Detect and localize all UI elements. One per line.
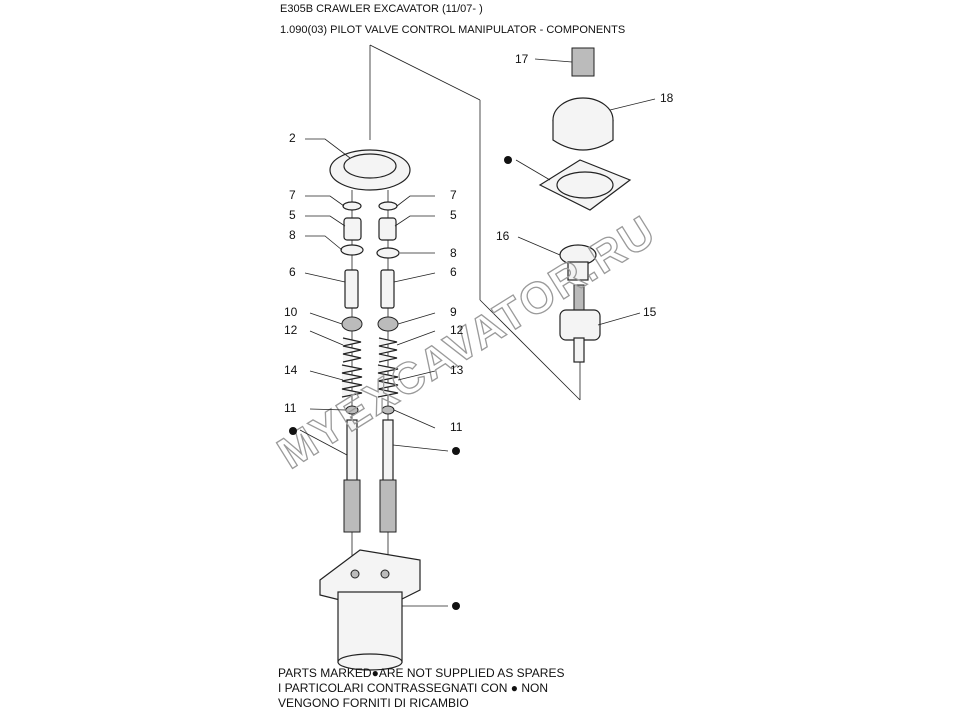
bullet-marker xyxy=(452,602,460,610)
callout-12-left: 12 xyxy=(284,323,298,337)
note-text: PARTS MARKED xyxy=(278,666,372,680)
callout-8-right: 8 xyxy=(450,246,457,260)
callout-7-right: 7 xyxy=(450,188,457,202)
callout-7-left: 7 xyxy=(289,188,296,202)
note-text: ARE NOT SUPPLIED AS SPARES xyxy=(378,666,565,680)
callout-11-left: 11 xyxy=(284,401,297,415)
note-italian-cont: VENGONO FORNITI DI RICAMBIO xyxy=(278,696,469,710)
bullet-marker xyxy=(504,156,512,164)
callout-11-right: 11 xyxy=(450,420,463,434)
part-17-gear xyxy=(571,47,595,77)
callout-18: 18 xyxy=(660,91,674,105)
callout-16: 16 xyxy=(496,229,510,243)
callout-15: 15 xyxy=(643,305,657,319)
callout-14: 14 xyxy=(284,363,298,377)
callout-12-right: 12 xyxy=(450,323,464,337)
callout-8-left: 8 xyxy=(289,228,296,242)
model-title: E305B CRAWLER EXCAVATOR (11/07- ) xyxy=(280,3,483,15)
watermark: MYEXCAVATOR.RU xyxy=(269,206,664,478)
bullet-icon: ● xyxy=(510,681,518,695)
note-italian: I PARTICOLARI CONTRASSEGNATI CON ● NON xyxy=(278,681,548,696)
callout-5-left: 5 xyxy=(289,208,296,222)
callout-6-left: 6 xyxy=(289,265,296,279)
right-assembly xyxy=(538,47,632,363)
valve-body xyxy=(319,549,421,671)
leader-lines xyxy=(299,58,656,607)
callout-13: 13 xyxy=(450,363,464,377)
callout-17: 17 xyxy=(515,52,529,66)
section-title: 1.090(03) PILOT VALVE CONTROL MANIPULATO… xyxy=(280,24,626,36)
callout-2: 2 xyxy=(289,131,296,145)
not-supplied-markers xyxy=(289,156,512,610)
part-15-joint xyxy=(559,309,601,341)
note-text: NON xyxy=(521,681,548,695)
bullet-icon: ● xyxy=(371,666,379,680)
callout-6-right: 6 xyxy=(450,265,457,279)
callout-10: 10 xyxy=(284,305,298,319)
left-stack xyxy=(340,201,364,533)
bullet-marker xyxy=(452,447,460,455)
bullet-marker xyxy=(289,427,297,435)
callout-5-right: 5 xyxy=(450,208,457,222)
note-text: I PARTICOLARI CONTRASSEGNATI CON xyxy=(278,681,508,695)
part-2-seal xyxy=(329,149,411,191)
callout-9: 9 xyxy=(450,305,457,319)
note-english: PARTS MARKED●ARE NOT SUPPLIED AS SPARES xyxy=(278,666,564,681)
